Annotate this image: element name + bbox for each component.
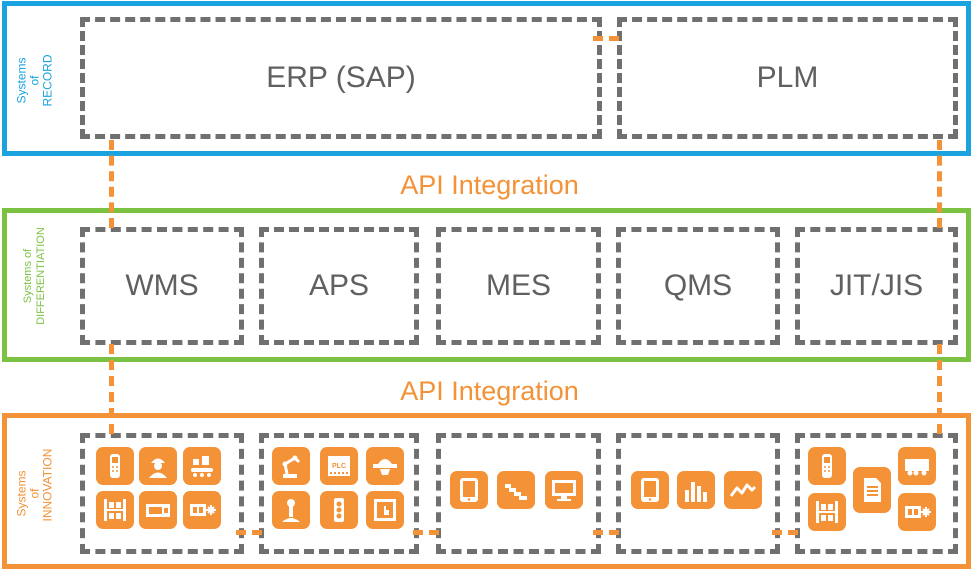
conveyor-icon [183, 447, 221, 485]
connector-wms-to-innovation [109, 344, 114, 434]
stairs-icon [497, 471, 535, 509]
shelving-icon [808, 493, 846, 531]
joystick-icon [272, 491, 310, 529]
mes-box: MES [436, 227, 601, 345]
connector-plm-to-jit [937, 140, 942, 228]
qms-label: QMS [663, 269, 733, 302]
differentiation-label-line1: Systems of [22, 248, 34, 304]
innovation-group-2 [259, 433, 419, 554]
systems-of-differentiation-label: Systems of DIFFERENTIATION [22, 226, 48, 326]
line-chart-icon [724, 471, 762, 509]
connector-erp-to-plm [593, 36, 619, 41]
document-icon [853, 467, 891, 513]
tablet-icon [631, 471, 669, 509]
innovation-label-line2: INNOVATION [40, 448, 55, 522]
aps-label: APS [308, 269, 370, 302]
plm-box: PLM [617, 17, 958, 139]
record-label-line1: Systems of [14, 57, 42, 104]
api-integration-label-top: API Integration [400, 170, 579, 200]
record-label-line2: RECORD [40, 54, 55, 107]
plc-icon: PLC [320, 447, 358, 485]
connector-group2-to-group3 [413, 530, 439, 535]
tablet-icon [450, 471, 488, 509]
differentiation-label-line2: DIFFERENTIATION [35, 227, 47, 325]
connector-jit-to-innovation [937, 344, 942, 434]
control-panel-icon [898, 493, 936, 531]
worker-icon [139, 447, 177, 485]
connector-record-to-wms [109, 140, 114, 228]
connector-group4-to-group5 [772, 530, 798, 535]
plc-text: PLC [332, 463, 346, 470]
innovation-label-line1: Systems of [14, 470, 42, 517]
bar-chart-icon [677, 471, 715, 509]
handheld-scanner-icon [808, 447, 846, 485]
systems-of-record-label: Systems of RECORD [14, 53, 55, 109]
innovation-group-3 [436, 433, 601, 554]
jit-jis-label: JIT/JIS [829, 269, 924, 302]
aps-box: APS [259, 227, 419, 345]
traffic-light-icon [320, 491, 358, 529]
shelving-icon [96, 491, 134, 529]
connector-group3-to-group4 [593, 530, 619, 535]
mes-label: MES [485, 269, 551, 302]
connector-group1-to-group2 [236, 530, 262, 535]
systems-of-differentiation-layer: Systems of DIFFERENTIATION WMS APS MES Q… [2, 208, 971, 362]
qms-box: QMS [616, 227, 780, 345]
innovation-group-4 [616, 433, 780, 554]
handheld-scanner-icon [96, 447, 134, 485]
innovation-group-1 [80, 433, 244, 554]
robot-arm-icon [272, 447, 310, 485]
truck-icon [898, 447, 936, 485]
control-panel-icon [183, 491, 221, 529]
dome-camera-icon [366, 447, 404, 485]
wms-label: WMS [125, 269, 199, 302]
erp-box: ERP (SAP) [80, 17, 602, 139]
touchscreen-icon [366, 491, 404, 529]
systems-of-innovation-layer: Systems of INNOVATION [2, 413, 971, 569]
jit-jis-box: JIT/JIS [795, 227, 958, 345]
systems-of-innovation-label: Systems of INNOVATION [14, 449, 55, 522]
innovation-group-5 [795, 433, 958, 554]
wms-box: WMS [80, 227, 244, 345]
monitor-icon [545, 471, 583, 509]
systems-of-record-layer: Systems of RECORD ERP (SAP) PLM [2, 1, 971, 156]
api-integration-label-bottom: API Integration [400, 376, 579, 406]
erp-label: ERP (SAP) [266, 61, 416, 94]
scale-display-icon [139, 491, 177, 529]
plm-label: PLM [756, 61, 819, 94]
